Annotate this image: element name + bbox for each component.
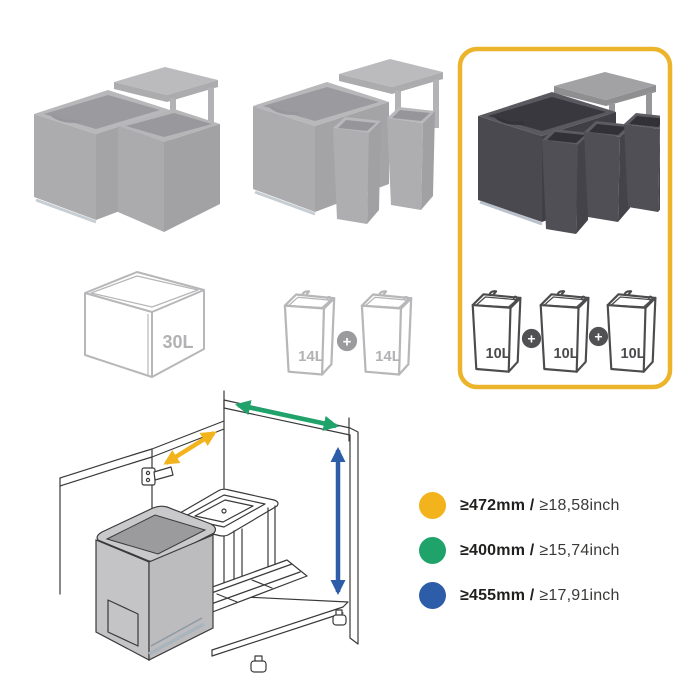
- hinge-icon: [141, 466, 174, 486]
- legend-row-width: ≥472mm / ≥18,58inch: [419, 492, 694, 519]
- door-width-arrow: [163, 431, 217, 465]
- legend-color-dot-yellow: [419, 492, 446, 519]
- capacity-label-10l-2: 10L: [554, 346, 579, 362]
- legend-mm-value: ≥455mm /: [460, 586, 535, 604]
- legend-row-height: ≥455mm / ≥17,91inch: [419, 582, 694, 609]
- product-render-1-image: [34, 67, 220, 232]
- product-option-2[interactable]: [243, 46, 463, 241]
- capacity-label-10l-3: 10L: [621, 346, 646, 362]
- legend-row-depth: ≥400mm / ≥15,74inch: [419, 537, 694, 564]
- pullout-bin-drawing: [95, 505, 217, 661]
- capacity-icons-14l: 14L + 14L: [283, 290, 413, 376]
- plus-sign: +: [343, 334, 352, 351]
- legend-mm-value: ≥400mm /: [460, 541, 535, 559]
- product-option-1[interactable]: [22, 52, 237, 242]
- cabinet-depth-arrow: [235, 400, 339, 431]
- capacity-label-14l-2: 14L: [375, 348, 401, 365]
- installation-diagram: [59, 390, 359, 673]
- capacity-icons-10l: 10L + 10L + 10L: [471, 290, 657, 373]
- product-render-2-image: [253, 59, 443, 224]
- legend-inch-value: ≥17,91inch: [539, 586, 620, 604]
- plus-sign: +: [527, 331, 535, 347]
- highlight-border: [457, 46, 673, 390]
- legend-inch-value: ≥18,58inch: [539, 496, 620, 514]
- legend-color-dot-green: [419, 537, 446, 564]
- plus-sign: +: [594, 329, 602, 345]
- product-render-3-image: [478, 72, 660, 234]
- cabinet-foot-icon: [250, 609, 347, 673]
- product-option-3-selected[interactable]: [470, 60, 660, 255]
- legend-mm-value: ≥472mm /: [460, 496, 535, 514]
- capacity-label-30l: 30L: [162, 332, 193, 352]
- capacity-icon-30l: 30L: [84, 271, 205, 378]
- capacity-label-10l-1: 10L: [486, 346, 511, 362]
- dimension-legend: ≥472mm / ≥18,58inch ≥400mm / ≥15,74inch …: [419, 492, 694, 627]
- legend-inch-value: ≥15,74inch: [539, 541, 620, 559]
- legend-color-dot-blue: [419, 582, 446, 609]
- selection-highlight-frame: [457, 46, 673, 390]
- cabinet-drawing: [59, 399, 359, 673]
- capacity-label-14l-1: 14L: [298, 348, 324, 365]
